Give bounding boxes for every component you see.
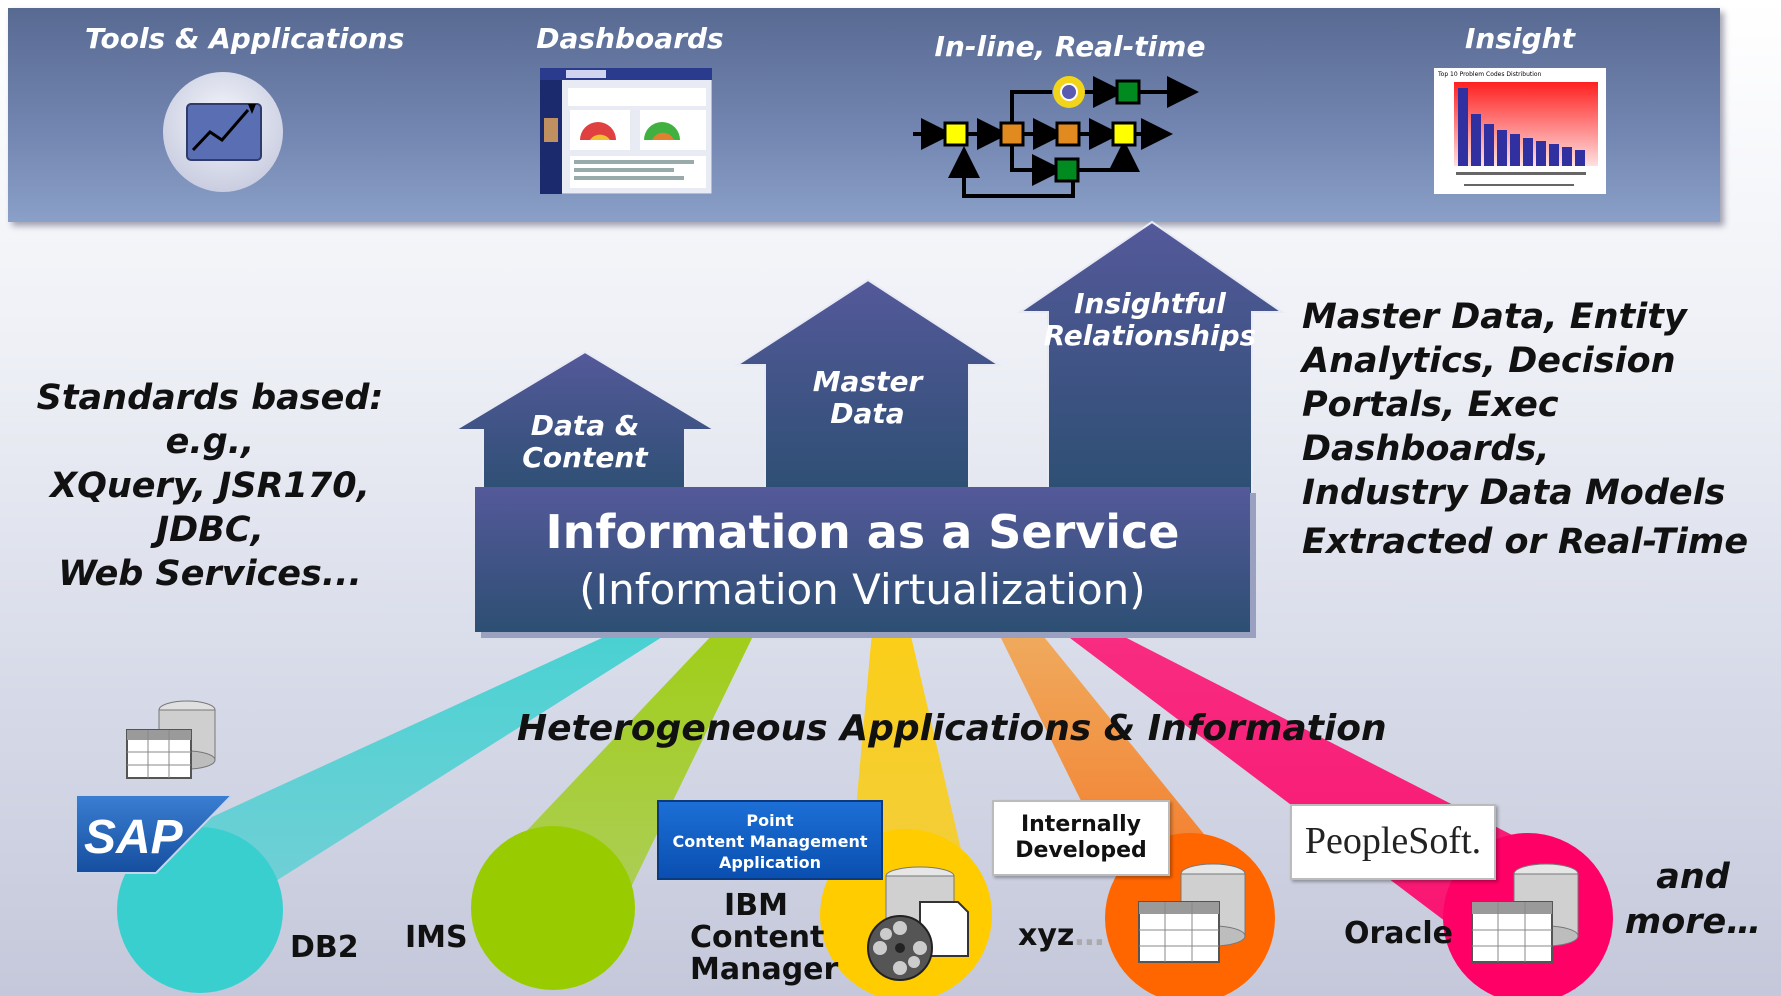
internally-developed-box: Internally Developed <box>992 800 1170 876</box>
information-service-box: Information as a Service (Information Vi… <box>475 487 1250 632</box>
service-subtitle: (Information Virtualization) <box>579 565 1146 614</box>
standards-line2: XQuery, JSR170, JDBC, <box>50 466 370 550</box>
service-title: Information as a Service <box>545 505 1180 559</box>
arrow-master-data-label: Master Data <box>785 366 950 430</box>
and-more-label: and more… <box>1618 855 1768 945</box>
xyz-dots: … <box>1074 918 1105 953</box>
chart-app-icon <box>163 72 283 192</box>
dashboards-label: Dashboards <box>536 22 724 55</box>
standards-line1: Standards based: e.g., <box>36 378 384 462</box>
ibm-line1: IBM <box>724 888 788 923</box>
peoplesoft-logo: PeopleSoft. <box>1290 804 1496 880</box>
sap-logo-text: SAP <box>84 811 184 864</box>
standards-text: Standards based: e.g., XQuery, JSR170, J… <box>0 376 420 596</box>
media-content-icon <box>867 866 969 981</box>
standards-line3: Web Services... <box>58 554 362 594</box>
insightful-line1: Insightful <box>1074 287 1226 320</box>
arrow-data-content-label: Data & Content <box>500 410 670 474</box>
database-table-icon <box>126 700 216 779</box>
more-line1: and <box>1656 857 1730 897</box>
ibm-line2: Content <box>690 920 825 955</box>
extracted-text: Extracted or Real-Time <box>1302 522 1749 562</box>
tools-label: Tools & Applications <box>85 22 405 55</box>
master-line2: Data <box>830 397 905 430</box>
capabilities-line3: Portals, Exec Dashboards, <box>1302 385 1559 469</box>
capabilities-line4: Industry Data Models <box>1302 473 1726 513</box>
data-content-line2: Content <box>522 441 648 474</box>
dashboard-screenshot-icon <box>540 68 712 194</box>
insightful-line2: Relationships <box>1043 319 1257 352</box>
point-line3: Application <box>718 853 822 872</box>
xyz-text: xyz <box>1018 918 1075 953</box>
database-table-icon-pink <box>1471 863 1579 963</box>
database-table-icon-orange <box>1138 863 1246 963</box>
insight-chart-thumbnail: Top 10 Problem Codes Distribution <box>1434 68 1606 194</box>
insight-chart-title: Top 10 Problem Codes Distribution <box>1437 71 1542 78</box>
point-line2: Content Management <box>672 832 868 851</box>
oracle-label: Oracle <box>1344 916 1453 951</box>
point-line1: Point <box>746 811 794 830</box>
internal-line2: Developed <box>1015 838 1147 863</box>
capabilities-text: Master Data, Entity Analytics, Decision … <box>1302 295 1772 515</box>
insight-label: Insight <box>1465 22 1575 55</box>
xyz-label: xyz… <box>1018 920 1104 952</box>
capabilities-line1: Master Data, Entity <box>1302 297 1687 337</box>
ibm-content-manager-label: IBM Content Manager <box>690 888 839 987</box>
capabilities-line2: Analytics, Decision <box>1302 341 1676 381</box>
ims-label: IMS <box>405 920 468 955</box>
master-line1: Master <box>812 365 923 398</box>
arrow-insightful-label: Insightful Relationships <box>1040 288 1260 352</box>
more-line2: more… <box>1624 902 1762 942</box>
data-content-line1: Data & <box>530 409 640 442</box>
point-cm-application-box: Point Content Management Application <box>657 800 883 880</box>
db2-label: DB2 <box>290 930 359 965</box>
realtime-flow-diagram <box>913 76 1199 198</box>
internal-line1: Internally <box>1020 812 1142 837</box>
sap-logo: SAP <box>76 795 234 874</box>
ibm-line3: Manager <box>690 952 839 987</box>
heterogeneous-title: Heterogeneous Applications & Information <box>517 708 1387 749</box>
inline-label: In-line, Real-time <box>934 30 1206 63</box>
